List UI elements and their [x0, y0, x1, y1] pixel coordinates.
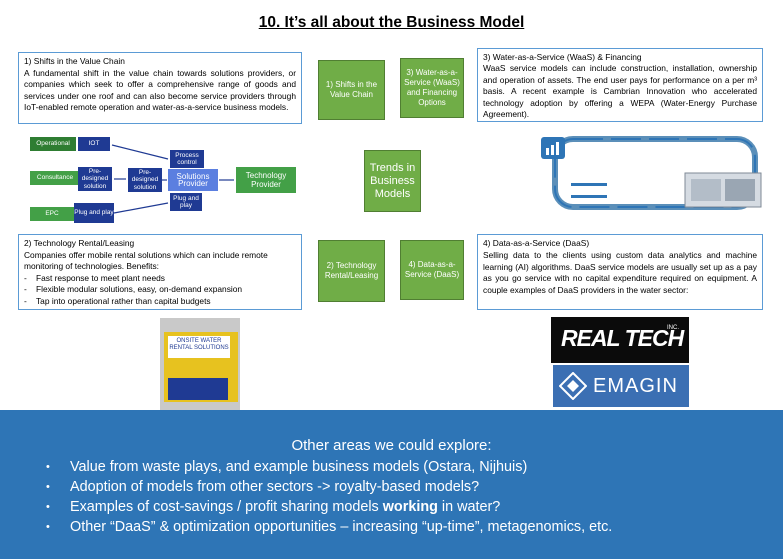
other-areas-band: Other areas we could explore: Value from…: [0, 410, 783, 559]
list-item: Other “DaaS” & optimization opportunitie…: [46, 517, 612, 537]
diagram-solutions-provider: Solutions Provider: [168, 169, 218, 191]
list-item-text: Other “DaaS” & optimization opportunitie…: [70, 519, 613, 535]
tile-rental: 2) Technology Rental/Leasing: [318, 240, 385, 302]
list-item-bold: working: [382, 499, 438, 515]
emagin-logo: EMAGIN: [553, 365, 689, 407]
box-heading: 1) Shifts in the Value Chain: [24, 56, 125, 66]
diagram-predesigned: Pre-designed solution: [78, 167, 112, 191]
rental-sign-text: ONSITE WATER RENTAL SOLUTIONS: [169, 338, 229, 351]
list-item: Value from waste plays, and example busi…: [46, 457, 612, 477]
diagram-plug-and-play-2: Plug and play: [170, 193, 202, 211]
diagram-arrows: [111, 144, 234, 214]
diagram-epc: EPC: [30, 207, 74, 221]
box-heading: 2) Technology Rental/Leasing: [24, 238, 135, 248]
tile-waas: 3) Water-as-a-Service (WaaS) and Financi…: [400, 58, 464, 118]
diagram-consultancy: Consultance: [30, 171, 80, 185]
realtech-logo-suffix: INC.: [667, 325, 679, 331]
realtech-logo-text: REAL TECH: [561, 325, 684, 351]
list-item-text-post: in water?: [437, 499, 501, 515]
diagram-technology-provider: Technology Provider: [236, 167, 296, 193]
rental-unit-photo: ONSITE WATER RENTAL SOLUTIONS: [160, 318, 240, 410]
center-trends-tile: Trends in Business Models: [364, 150, 421, 212]
tile-shifts: 1) Shifts in the Value Chain: [318, 60, 385, 120]
rental-box: 2) Technology Rental/Leasing Companies o…: [18, 234, 302, 310]
box-body: Selling data to the clients using custom…: [483, 249, 757, 296]
box-heading: 3) Water-as-a-Service (WaaS) & Financing: [483, 52, 642, 62]
page-title: 10. It’s all about the Business Model: [258, 14, 525, 31]
shifts-value-chain-box: 1) Shifts in the Value Chain A fundament…: [18, 52, 302, 124]
benefits-list: Fast response to meet plant needs Flexib…: [24, 273, 296, 308]
diagram-process-control: Process control: [170, 150, 204, 168]
rental-info-panel: [168, 378, 228, 400]
diagram-predesigned-2: Pre-designed solution: [128, 168, 162, 192]
realtech-logo: REAL TECH INC.: [551, 317, 689, 363]
list-item: Flexible modular solutions, easy, on-dem…: [24, 284, 296, 296]
emagin-logo-text: EMAGIN: [593, 375, 678, 397]
box-body: A fundamental shift in the value chain t…: [24, 67, 296, 113]
box-body: WaaS service models can include construc…: [483, 63, 757, 120]
list-item: Tap into operational rather than capital…: [24, 296, 296, 308]
diagram-operational: Operational: [30, 137, 76, 151]
rental-sign: ONSITE WATER RENTAL SOLUTIONS: [168, 336, 230, 358]
list-item-text: Examples of cost-savings / profit sharin…: [70, 499, 383, 515]
waas-box: 3) Water-as-a-Service (WaaS) & Financing…: [477, 48, 763, 122]
box-heading: 4) Data-as-a-Service (DaaS): [483, 238, 590, 248]
diagram-plug-and-play: Plug and play: [74, 203, 114, 223]
tile-daas: 4) Data-as-a-Service (DaaS): [400, 240, 464, 300]
value-chain-diagram: Operational IOT Consultance Pre-designed…: [30, 135, 298, 227]
emagin-mark-icon: [559, 372, 587, 400]
list-item-text: Adoption of models from other sectors ->…: [70, 479, 480, 495]
waas-illustration: [535, 133, 765, 229]
list-item: Adoption of models from other sectors ->…: [46, 477, 612, 497]
diagram-iot: IOT: [78, 137, 110, 151]
other-areas-heading: Other areas we could explore:: [291, 437, 492, 454]
list-item: Examples of cost-savings / profit sharin…: [46, 497, 612, 517]
box-body: Companies offer mobile rental solutions …: [24, 249, 268, 272]
daas-box: 4) Data-as-a-Service (DaaS) Selling data…: [477, 234, 763, 310]
other-areas-list: Value from waste plays, and example busi…: [46, 457, 612, 537]
list-item: Fast response to meet plant needs: [24, 273, 296, 285]
waas-cycle-graphic: [541, 136, 762, 210]
list-item-text: Value from waste plays, and example busi…: [70, 459, 528, 475]
